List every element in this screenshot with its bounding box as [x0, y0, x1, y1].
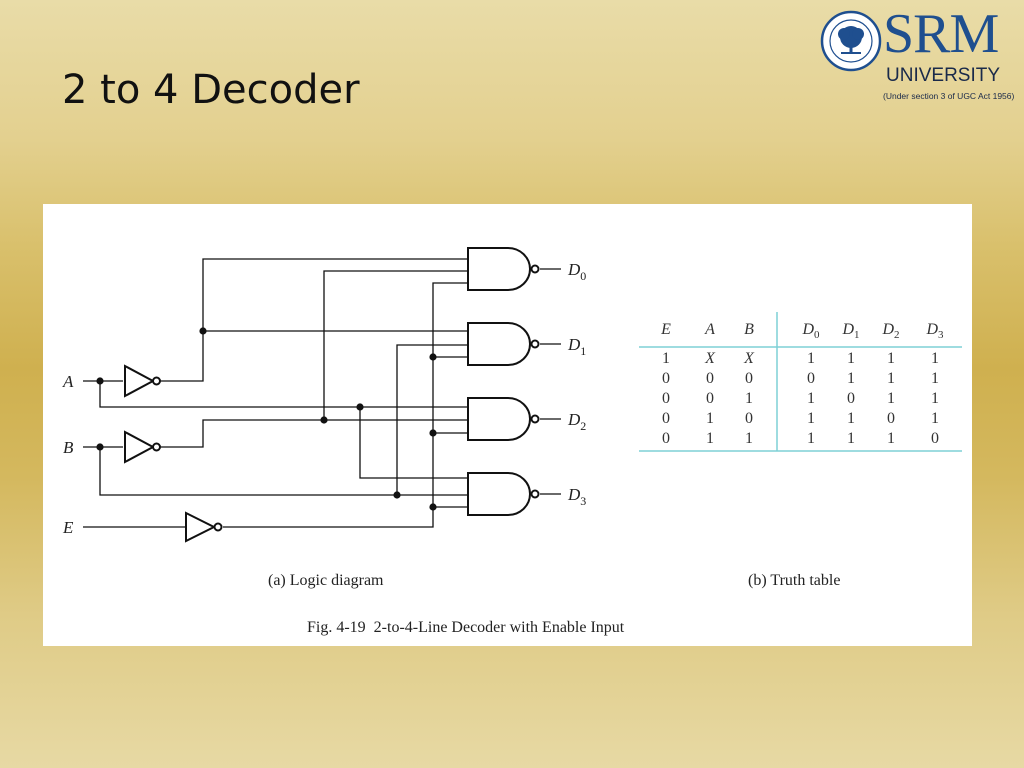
table-cell: 0: [745, 370, 753, 387]
header-cell-e: E: [660, 321, 671, 338]
input-label-b: B: [63, 438, 74, 457]
table-cell: 0: [931, 430, 939, 447]
table-cell: 1: [931, 350, 939, 367]
table-cell: X: [704, 350, 716, 367]
inverter-a: [124, 364, 161, 398]
junction-dot: [429, 353, 437, 361]
table-cell: 1: [662, 350, 670, 367]
output-label-d1: D1: [567, 335, 586, 358]
table-cell: 1: [931, 390, 939, 407]
table-cell: 1: [847, 370, 855, 387]
junction-dot: [96, 377, 104, 385]
table-cell: 0: [662, 410, 670, 427]
table-cell: 1: [847, 350, 855, 367]
junction-dot: [393, 491, 401, 499]
table-cell: 1: [887, 370, 895, 387]
table-cell: 1: [706, 410, 714, 427]
table-cell: 1: [807, 430, 815, 447]
table-cell: 1: [807, 390, 815, 407]
slide-title: 2 to 4 Decoder: [62, 67, 360, 113]
table-cell: 0: [745, 410, 753, 427]
junction-dot: [429, 503, 437, 511]
table-cell: 1: [807, 350, 815, 367]
junction-dot: [199, 327, 207, 335]
input-label-e: E: [62, 518, 74, 537]
table-cell: 1: [807, 410, 815, 427]
header-cell-d2: D2: [881, 321, 899, 341]
output-label-d3: D3: [567, 485, 586, 508]
junction-dot: [356, 403, 364, 411]
output-label-d0: D0: [567, 260, 586, 283]
junction-dot: [320, 416, 328, 424]
decoder-figure: A B E D0 D1 D2 D3 E A B D0 D1 D2 D3 1 X …: [62, 247, 962, 636]
table-cell: 0: [662, 390, 670, 407]
table-cell: 0: [887, 410, 895, 427]
table-cell: 1: [887, 430, 895, 447]
logo-wordmark: SRM: [883, 3, 999, 65]
header-cell-d0: D0: [801, 321, 820, 341]
table-cell: 1: [847, 430, 855, 447]
table-cell: 0: [662, 430, 670, 447]
table-cell: 1: [745, 430, 753, 447]
inverter-e: [185, 511, 223, 543]
header-cell-d3: D3: [925, 321, 944, 341]
table-cell: 0: [847, 390, 855, 407]
figure-caption: Fig. 4-19 2-to-4-Line Decoder with Enabl…: [307, 619, 625, 636]
nand-gate-d1: [467, 322, 540, 366]
nand-gate-d0: [467, 247, 540, 291]
table-cell: 1: [745, 390, 753, 407]
input-label-a: A: [62, 372, 74, 391]
nand-gate-d2: [467, 397, 540, 441]
table-cell: X: [743, 350, 755, 367]
table-cell: 0: [662, 370, 670, 387]
output-label-d2: D2: [567, 410, 586, 433]
junction-dot: [429, 429, 437, 437]
university-logo: SRM UNIVERSITY (Under section 3 of UGC A…: [820, 6, 1015, 110]
table-cell: 1: [931, 370, 939, 387]
caption-truth-table: (b) Truth table: [748, 572, 840, 589]
wire-junctions: [96, 327, 437, 511]
caption-logic-diagram: (a) Logic diagram: [268, 572, 384, 589]
table-cell: 1: [847, 410, 855, 427]
header-cell-b: B: [744, 321, 754, 338]
table-cell: 1: [931, 410, 939, 427]
table-cell: 1: [887, 350, 895, 367]
header-cell-d1: D1: [841, 321, 859, 341]
table-cell: 1: [706, 430, 714, 447]
logo-subtitle: UNIVERSITY: [886, 65, 1001, 86]
header-cell-a: A: [704, 321, 715, 338]
junction-dot: [96, 443, 104, 451]
inverter-b: [124, 430, 161, 464]
table-cell: 1: [887, 390, 895, 407]
tree-emblem-icon: [820, 10, 882, 72]
circuit-wires: [83, 258, 561, 528]
truth-table: E A B D0 D1 D2 D3 1 X X 1 1 1 1 0 0 0 0 …: [639, 312, 962, 452]
table-cell: 0: [706, 370, 714, 387]
figure-panel: A B E D0 D1 D2 D3 E A B D0 D1 D2 D3 1 X …: [43, 204, 972, 646]
table-cell: 0: [807, 370, 815, 387]
table-cell: 0: [706, 390, 714, 407]
logo-note: (Under section 3 of UGC Act 1956): [883, 91, 1015, 101]
nand-gate-d3: [467, 472, 540, 516]
